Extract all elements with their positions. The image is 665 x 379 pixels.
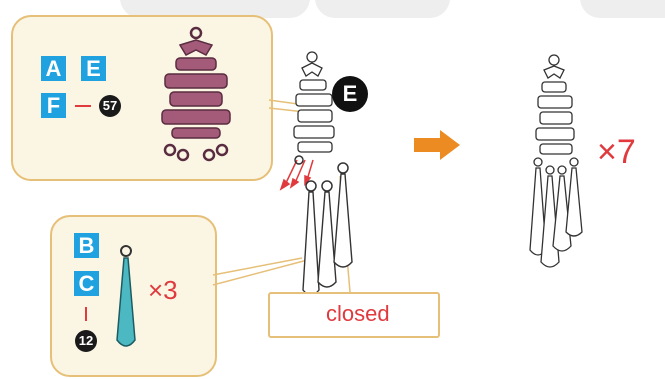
part-number-badge: 57 [99, 95, 121, 117]
teardrop-pendant-icon [116, 245, 136, 347]
teardrop-outlines-middle [302, 173, 353, 296]
closed-ring-callout: closed [268, 292, 440, 338]
quantity-multiplier: ×3 [148, 275, 178, 305]
step-bottom-panel: B C 12 ×3 [50, 215, 217, 377]
jump-rings-middle [294, 155, 349, 192]
leader-lines-bottom [212, 257, 316, 286]
letter-marker-e: E [332, 76, 368, 112]
closed-label: closed [326, 301, 390, 326]
letter-badge-a: A [41, 56, 66, 81]
attach-arrows [279, 159, 314, 191]
top-tab-2[interactable] [315, 0, 450, 18]
part-number-badge: 12 [75, 330, 97, 352]
connector-dash [75, 105, 91, 107]
double-happiness-charm-icon [161, 26, 231, 162]
orange-arrow-icon [414, 130, 460, 160]
connector-dash-vertical [85, 307, 87, 321]
letter-badge-e: E [81, 56, 106, 81]
result-multiplier: ×7 [597, 133, 636, 171]
step-top-panel: A E F 57 [11, 15, 273, 181]
charm-outline-middle [293, 51, 335, 153]
letter-badge-f: F [41, 93, 66, 118]
letter-badge-b: B [74, 233, 99, 258]
assembled-ornament-icon [529, 54, 583, 268]
top-tab-3[interactable] [580, 0, 665, 18]
top-tab-1[interactable] [120, 0, 310, 18]
letter-badge-c: C [74, 271, 99, 296]
